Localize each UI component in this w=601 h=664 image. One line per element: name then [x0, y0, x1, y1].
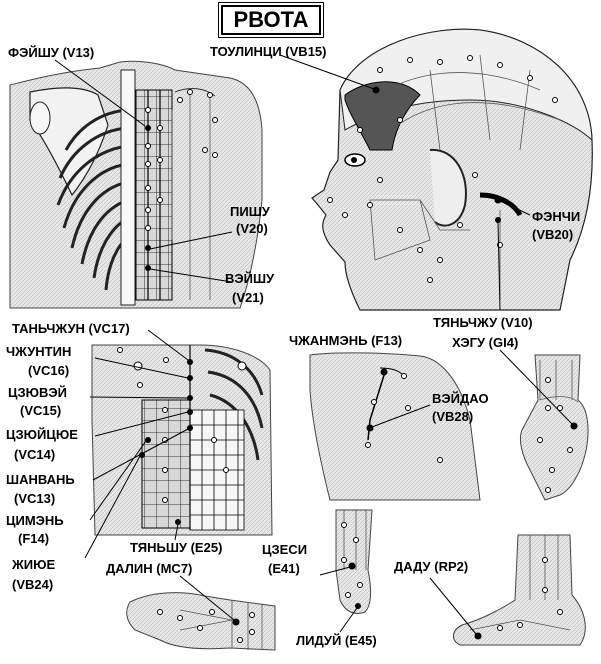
label-feishu: ФЭЙШУ (V13) — [8, 45, 95, 60]
palm-figure — [126, 575, 276, 651]
label-jiuwei-code: (VC15) — [20, 403, 62, 418]
label-zhongting-code: (VC16) — [28, 363, 70, 378]
label-shangwan-code: (VC13) — [14, 491, 56, 506]
label-jiuwei: ЦЗЮВЭЙ — [8, 385, 68, 400]
abdomen-figure — [84, 329, 273, 559]
back-figure — [9, 59, 263, 309]
label-qimen-code: (F14) — [18, 531, 50, 546]
label-lidui: ЛИДУЙ (E45) — [296, 633, 377, 648]
label-weishu-code: (V21) — [232, 290, 264, 305]
label-jiexi: ЦЗЕСИ — [262, 542, 308, 557]
label-zhongting: ЧЖУНТИН — [6, 344, 72, 359]
label-weidao-code: (VB28) — [432, 409, 474, 424]
label-qimen: ЦИМЭНЬ — [6, 513, 64, 528]
hand-figure — [499, 349, 589, 501]
label-tianshu: ТЯНЬШУ (E25) — [130, 540, 223, 555]
label-shangwan: ШАНВАНЬ — [6, 472, 75, 487]
label-jiexi-code: (E41) — [268, 561, 300, 576]
side-torso-figure — [309, 352, 481, 501]
label-pishu: ПИШУ — [230, 204, 270, 219]
label-juque: ЦЗЮЙЦЮЕ — [6, 427, 78, 442]
label-fengchi-code: (VB20) — [532, 227, 574, 242]
foot-figure — [429, 534, 586, 646]
label-riyue: ЖИЮЕ — [12, 557, 56, 572]
label-daling: ДАЛИН (МС7) — [106, 561, 193, 576]
label-tianzhu: ТЯНЬЧЖУ (V10) — [433, 315, 533, 330]
label-hegu: ХЭГУ (GI4) — [452, 335, 519, 350]
label-zhangmen: ЧЖАНМЭНЬ (F13) — [289, 333, 403, 348]
diagram-title: РВОТА — [218, 2, 324, 38]
label-weidao: ВЭЙДАО — [432, 391, 489, 406]
label-riyue-code: (VB24) — [12, 577, 54, 592]
label-juque-code: (VC14) — [14, 447, 56, 462]
label-pishu-code: (V20) — [236, 221, 268, 236]
label-fengchi: ФЭНЧИ — [532, 209, 581, 224]
label-weishu: ВЭЙШУ — [225, 271, 275, 286]
label-toulinci: ТОУЛИНЦИ (VB15) — [210, 44, 327, 59]
label-tanzhong: ТАНЬЧЖУН (VC17) — [12, 321, 130, 336]
lower-leg-figure — [319, 509, 373, 633]
label-dadu: ДАДУ (RP2) — [394, 559, 469, 574]
head-figure — [279, 28, 593, 311]
